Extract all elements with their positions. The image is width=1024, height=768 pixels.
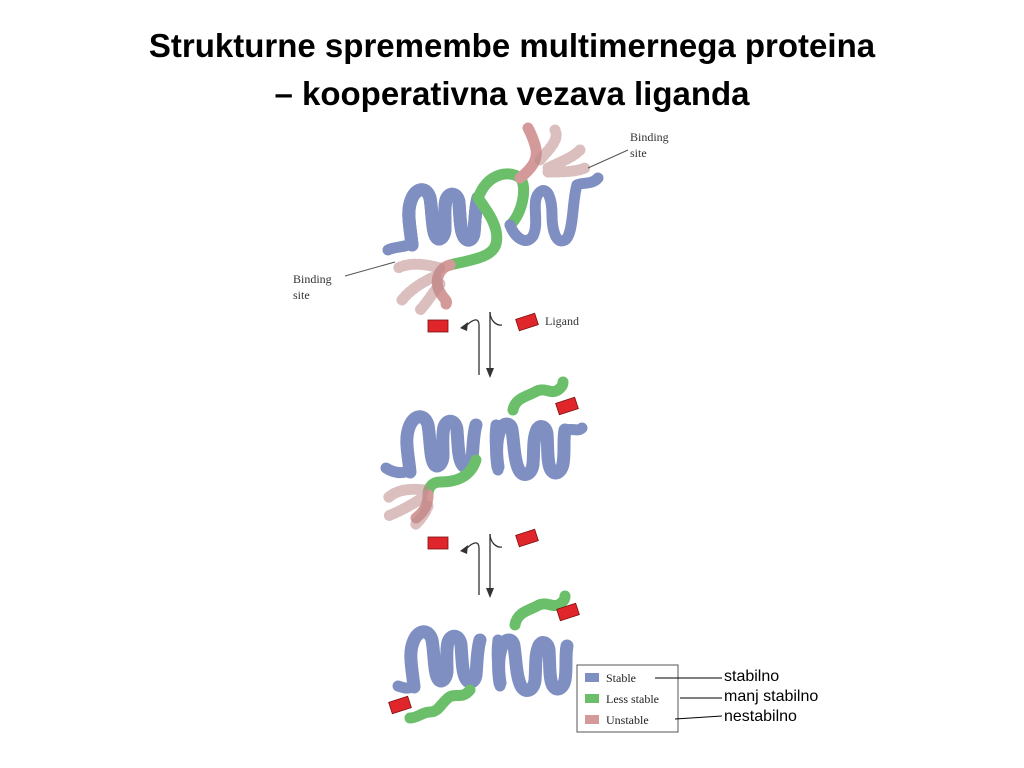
state3-top-binding-site <box>509 590 571 631</box>
title-line-1: Strukturne spremembe multimernega protei… <box>148 27 876 64</box>
slide-title: Strukturne spremembe multimernega protei… <box>0 22 1024 118</box>
equilibrium-arrows-2 <box>427 528 539 598</box>
ligand-bound-state3-right <box>556 602 580 622</box>
ligand-released-2 <box>427 536 449 550</box>
state1-top-binding-site <box>514 122 591 184</box>
translation-unstable: nestabilno <box>724 708 797 725</box>
ligand-bound-state3-left <box>388 695 412 715</box>
ligand-label: Ligand <box>545 314 579 328</box>
legend-swatch-stable <box>585 673 599 682</box>
binding-site-top-label-line2: site <box>630 146 647 160</box>
translation-stable: stabilno <box>724 668 779 685</box>
ligand-released-1 <box>427 319 449 333</box>
binding-site-left-label-line2: site <box>293 288 310 302</box>
state1-bottom-binding-site <box>392 258 456 316</box>
legend-label-stable: Stable <box>606 671 636 685</box>
legend-swatch-less-stable <box>585 694 599 703</box>
state2-bottom-binding-site <box>382 483 434 532</box>
protein-state-1: Binding site Binding site <box>293 122 669 316</box>
state2-left-subunit <box>380 417 476 473</box>
state3-right-subunit <box>491 640 567 691</box>
legend-label-unstable: Unstable <box>606 713 649 727</box>
title-line-2: – kooperativna vezava liganda <box>274 75 750 112</box>
state1-left-subunit <box>382 190 478 256</box>
legend: Stable Less stable Unstable stabilno man… <box>576 664 818 733</box>
protein-state-2 <box>380 376 588 532</box>
binding-site-top-label-line1: Binding <box>630 130 669 144</box>
translation-pointer-unstable <box>674 715 723 720</box>
protein-state-3 <box>388 590 580 724</box>
legend-swatch-unstable <box>585 715 599 724</box>
ligand-incoming-1 <box>515 312 539 332</box>
state2-right-subunit <box>489 424 588 475</box>
state2-top-binding-site <box>507 376 569 416</box>
state1-right-subunit <box>504 172 604 247</box>
translation-less-stable: manj stabilno <box>724 688 818 705</box>
legend-label-less-stable: Less stable <box>606 692 659 706</box>
ligand-incoming-2 <box>515 528 539 548</box>
binding-site-top-pointer <box>587 149 629 169</box>
binding-site-left-label-line1: Binding <box>293 272 332 286</box>
state1-linker-lower <box>444 192 503 271</box>
ligand-bound-state2 <box>555 396 579 416</box>
state3-bottom-binding-site <box>404 684 476 724</box>
state3-left-subunit <box>392 632 480 694</box>
binding-site-left-pointer <box>344 261 396 277</box>
equilibrium-arrows-1: Ligand <box>427 311 579 378</box>
